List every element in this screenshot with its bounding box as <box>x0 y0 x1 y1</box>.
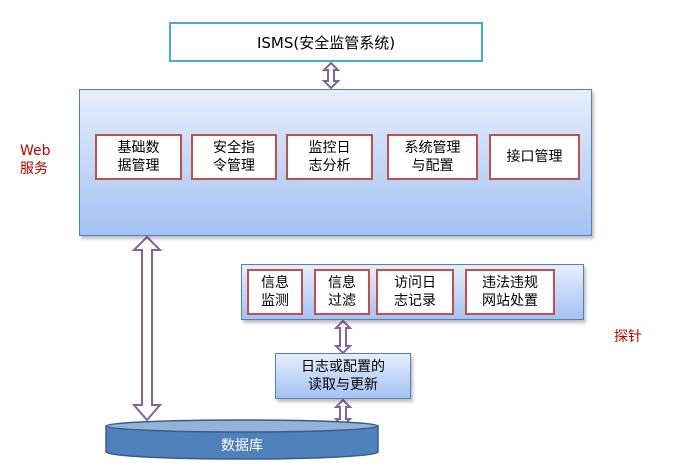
probe-module-access-log: 访问日志记录 <box>376 269 454 315</box>
web-service-label: Web 服务 <box>20 142 51 178</box>
probe-label: 探针 <box>614 329 642 345</box>
module-interface: 接口管理 <box>489 134 580 180</box>
probe-readwrite-arrow <box>333 319 353 355</box>
module-basic-data: 基础数据管理 <box>95 134 182 180</box>
probe-module-illegal-site: 违法违规网站处置 <box>465 269 555 315</box>
database-cylinder <box>105 419 379 460</box>
web-service-box: 基础数据管理 安全指令管理 监控日志分析 系统管理与配置 接口管理 <box>79 89 592 236</box>
module-system-config: 系统管理与配置 <box>387 134 478 180</box>
isms-box: ISMS(安全监管系统) <box>169 22 483 62</box>
isms-label: ISMS(安全监管系统) <box>256 33 396 52</box>
web-database-arrow <box>131 235 163 422</box>
probe-module-monitor: 信息监测 <box>247 269 303 315</box>
isms-web-arrow <box>321 61 341 90</box>
read-write-box: 日志或配置的读取与更新 <box>275 353 411 399</box>
read-write-line2: 读取与更新 <box>308 377 378 393</box>
module-log-analysis: 监控日志分析 <box>286 134 373 180</box>
web-service-label-line1: Web <box>20 143 51 159</box>
module-security-command: 安全指令管理 <box>191 134 277 180</box>
probe-module-filter: 信息过滤 <box>314 269 370 315</box>
database-label: 数据库 <box>221 438 263 454</box>
web-service-label-line2: 服务 <box>20 161 48 177</box>
probe-box: 信息监测 信息过滤 访问日志记录 违法违规网站处置 <box>241 264 584 320</box>
read-write-line1: 日志或配置的 <box>301 359 385 375</box>
